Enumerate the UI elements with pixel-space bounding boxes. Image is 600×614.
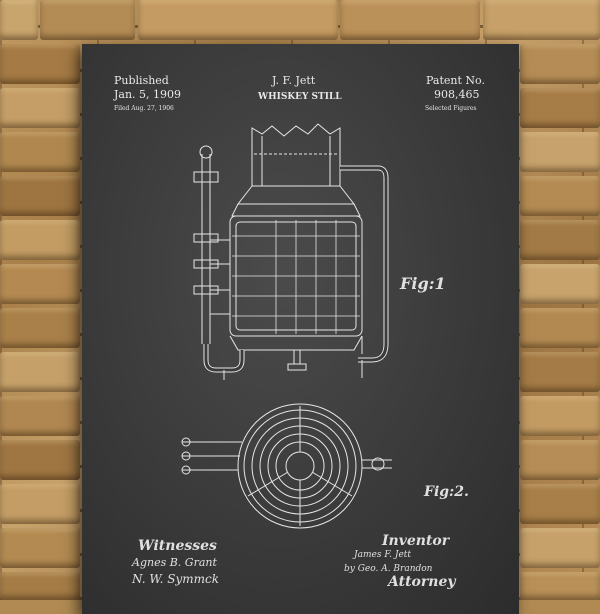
filed-date: Filed Aug. 27, 1906 [114, 105, 174, 112]
inventor-label: Inventor [382, 533, 450, 549]
published-date: Jan. 5, 1909 [114, 88, 182, 101]
stone-block [520, 396, 600, 436]
stone-block [0, 176, 80, 216]
stone-block [0, 440, 80, 480]
stone-block [0, 484, 80, 524]
stone-block [0, 396, 80, 436]
stone-block [0, 44, 80, 84]
stone-block [340, 0, 480, 40]
stone-block [520, 176, 600, 216]
stone-block [520, 352, 600, 392]
stone-block [0, 528, 80, 568]
witness-signature-2: N. W. Symmck [132, 572, 219, 586]
attorney-label: Attorney [388, 574, 456, 590]
stone-block [520, 572, 600, 600]
fig1-label: Fig:1 [400, 274, 446, 293]
inventor-name-header: J. F. Jett [272, 74, 316, 87]
stone-block [0, 132, 80, 172]
fig2-drawing [181, 403, 392, 529]
stone-block [520, 88, 600, 128]
stone-block [520, 132, 600, 172]
stone-block [0, 0, 38, 40]
stone-block [40, 0, 135, 40]
patent-number-label: Patent No. [426, 74, 485, 87]
stone-block [483, 0, 600, 40]
patent-drawings [181, 123, 392, 529]
published-label: Published [114, 74, 169, 87]
stone-block [520, 308, 600, 348]
stone-block [0, 220, 80, 260]
stone-block [0, 352, 80, 392]
stone-block [520, 264, 600, 304]
stone-block [520, 44, 600, 84]
stone-block [0, 264, 80, 304]
fig2-label: Fig:2. [424, 484, 469, 500]
stone-block [520, 528, 600, 568]
stone-block [138, 0, 338, 40]
inventor-signature: James F. Jett [354, 550, 412, 560]
patent-title: WHISKEY STILL [258, 92, 342, 102]
stone-block [520, 440, 600, 480]
witness-signature-1: Agnes B. Grant [132, 556, 217, 569]
stone-block [0, 572, 80, 600]
patent-number: 908,465 [434, 88, 480, 101]
stone-block [520, 484, 600, 524]
stone-block [0, 88, 80, 128]
attorney-by-signature: by Geo. A. Brandon [344, 564, 433, 574]
witnesses-label: Witnesses [138, 538, 217, 554]
stone-block [520, 220, 600, 260]
stone-block [0, 308, 80, 348]
selected-figures-label: Selected Figures [425, 105, 477, 112]
patent-poster: Published Jan. 5, 1909 Filed Aug. 27, 19… [82, 44, 519, 614]
fig1-drawing [193, 123, 389, 380]
